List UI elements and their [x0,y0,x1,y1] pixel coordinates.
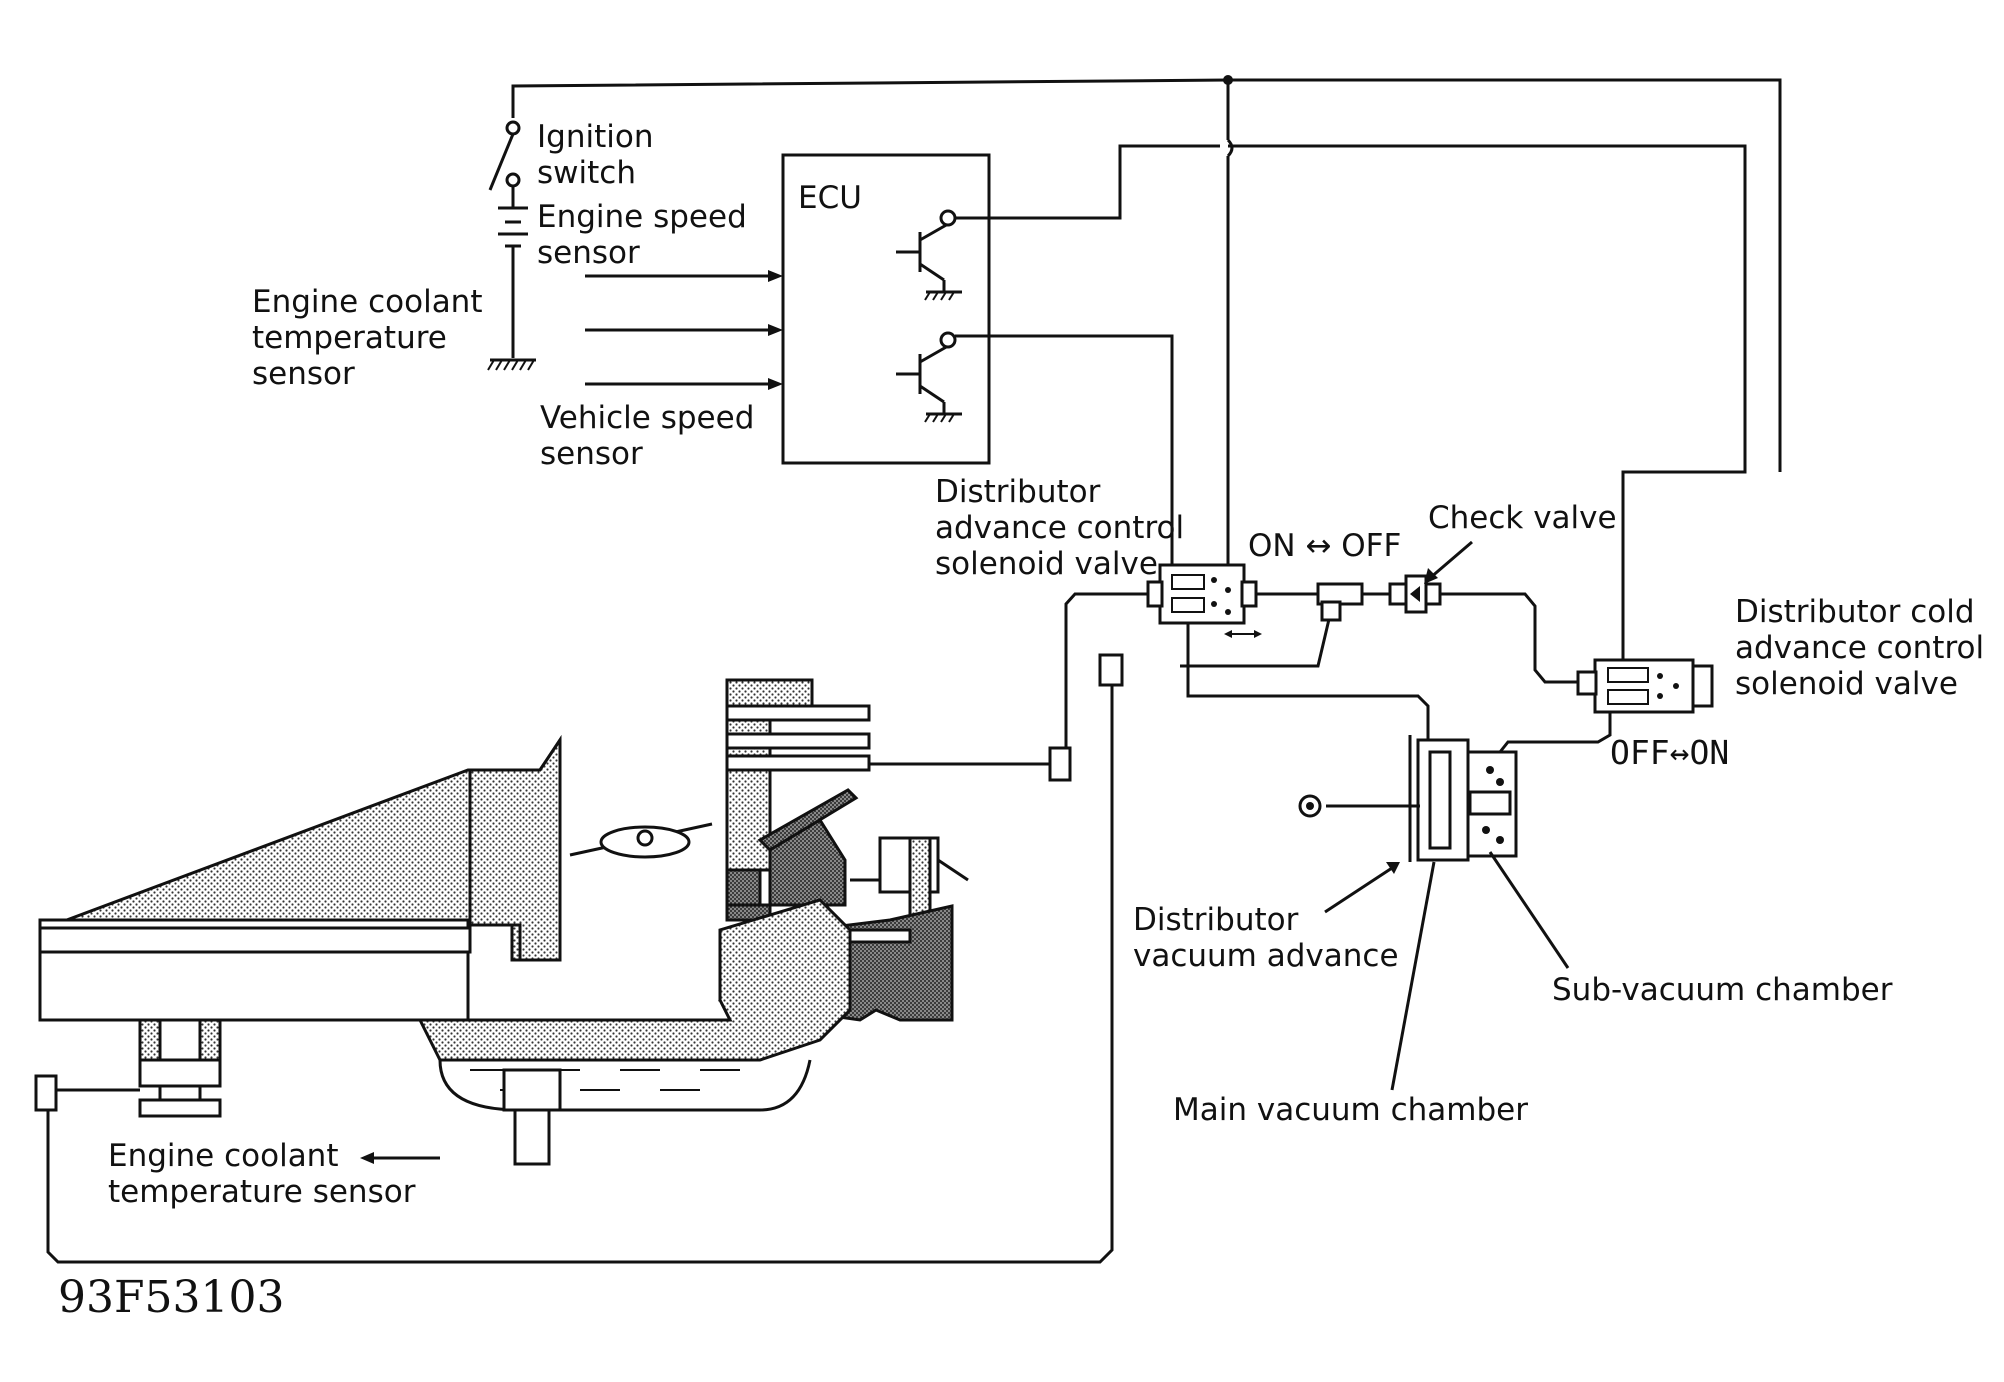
check-valve-pointer [1424,540,1473,584]
label-sub-vacuum-chamber: Sub-vacuum chamber [1552,972,1893,1008]
label-vehicle-speed-sensor: Vehicle speed sensor [540,400,754,472]
ecu-input-arrows [585,270,783,390]
label-ect-sensor-bottom: Engine coolant temperature sensor [108,1138,416,1210]
svg-text:Ignition: Ignition [537,119,653,155]
ecu-box [781,153,991,465]
battery-symbol [498,196,528,358]
svg-text:Engine speed: Engine speed [537,199,747,235]
figure-id: 93F53103 [58,1272,285,1323]
distributor-cold-advance-solenoid-valve [1576,658,1714,714]
label-distributor-vacuum-advance: Distributor vacuum advance [1133,902,1399,974]
label-distributor-cold-advance-solenoid: Distributor cold advance control solenoi… [1735,594,1984,702]
svg-text:Distributor cold: Distributor cold [1735,594,1975,630]
label-engine-speed-sensor: Engine speed sensor [537,199,747,271]
svg-text:advance control: advance control [1735,630,1984,666]
svg-text:advance control: advance control [935,510,1184,546]
intake-manifold [38,735,852,1166]
label-ecu: ECU [798,180,862,216]
svg-text:sensor: sensor [537,235,640,271]
engine-coolant-temperature-sensor [34,1058,222,1118]
power-wiring [511,75,1782,660]
distributor-vacuum-advance-unit [1298,735,1518,862]
svg-text:temperature sensor: temperature sensor [108,1174,416,1210]
carburetor-vacuum-port [869,653,1124,782]
svg-text:sensor: sensor [252,356,355,392]
ignition-switch [488,120,521,196]
ecu-output-wiring [955,144,1220,565]
svg-text:switch: switch [537,155,636,191]
svg-text:Engine coolant: Engine coolant [252,284,483,320]
check-valve [1388,574,1442,614]
svg-text:solenoid valve: solenoid valve [1735,666,1958,702]
svg-text:Distributor: Distributor [935,474,1101,510]
svg-text:Vehicle speed: Vehicle speed [540,400,754,436]
label-on-off: ON ↔ OFF [1248,528,1401,564]
label-main-vacuum-chamber: Main vacuum chamber [1173,1092,1528,1128]
svg-text:temperature: temperature [252,320,447,356]
svg-text:sensor: sensor [540,436,643,472]
distributor-advance-solenoid-valve [1146,563,1262,638]
svg-text:solenoid valve: solenoid valve [935,546,1158,582]
label-off-on: OFF↔ON [1610,733,1729,772]
label-check-valve: Check valve [1428,500,1617,536]
ect-sensor-pointer [360,1152,440,1164]
vacuum-advance-pointers [1324,851,1570,1091]
svg-text:vacuum advance: vacuum advance [1133,938,1399,974]
hose-t-connector [1316,582,1364,622]
ground-symbol [487,358,536,371]
svg-text:Engine coolant: Engine coolant [108,1138,339,1174]
label-distributor-advance-solenoid: Distributor advance control solenoid val… [935,474,1184,582]
svg-text:Distributor: Distributor [1133,902,1299,938]
label-ect-sensor-top: Engine coolant temperature sensor [252,284,483,392]
label-ignition-switch: Ignition switch [537,119,653,191]
vacuum-hoses [46,592,1612,1264]
